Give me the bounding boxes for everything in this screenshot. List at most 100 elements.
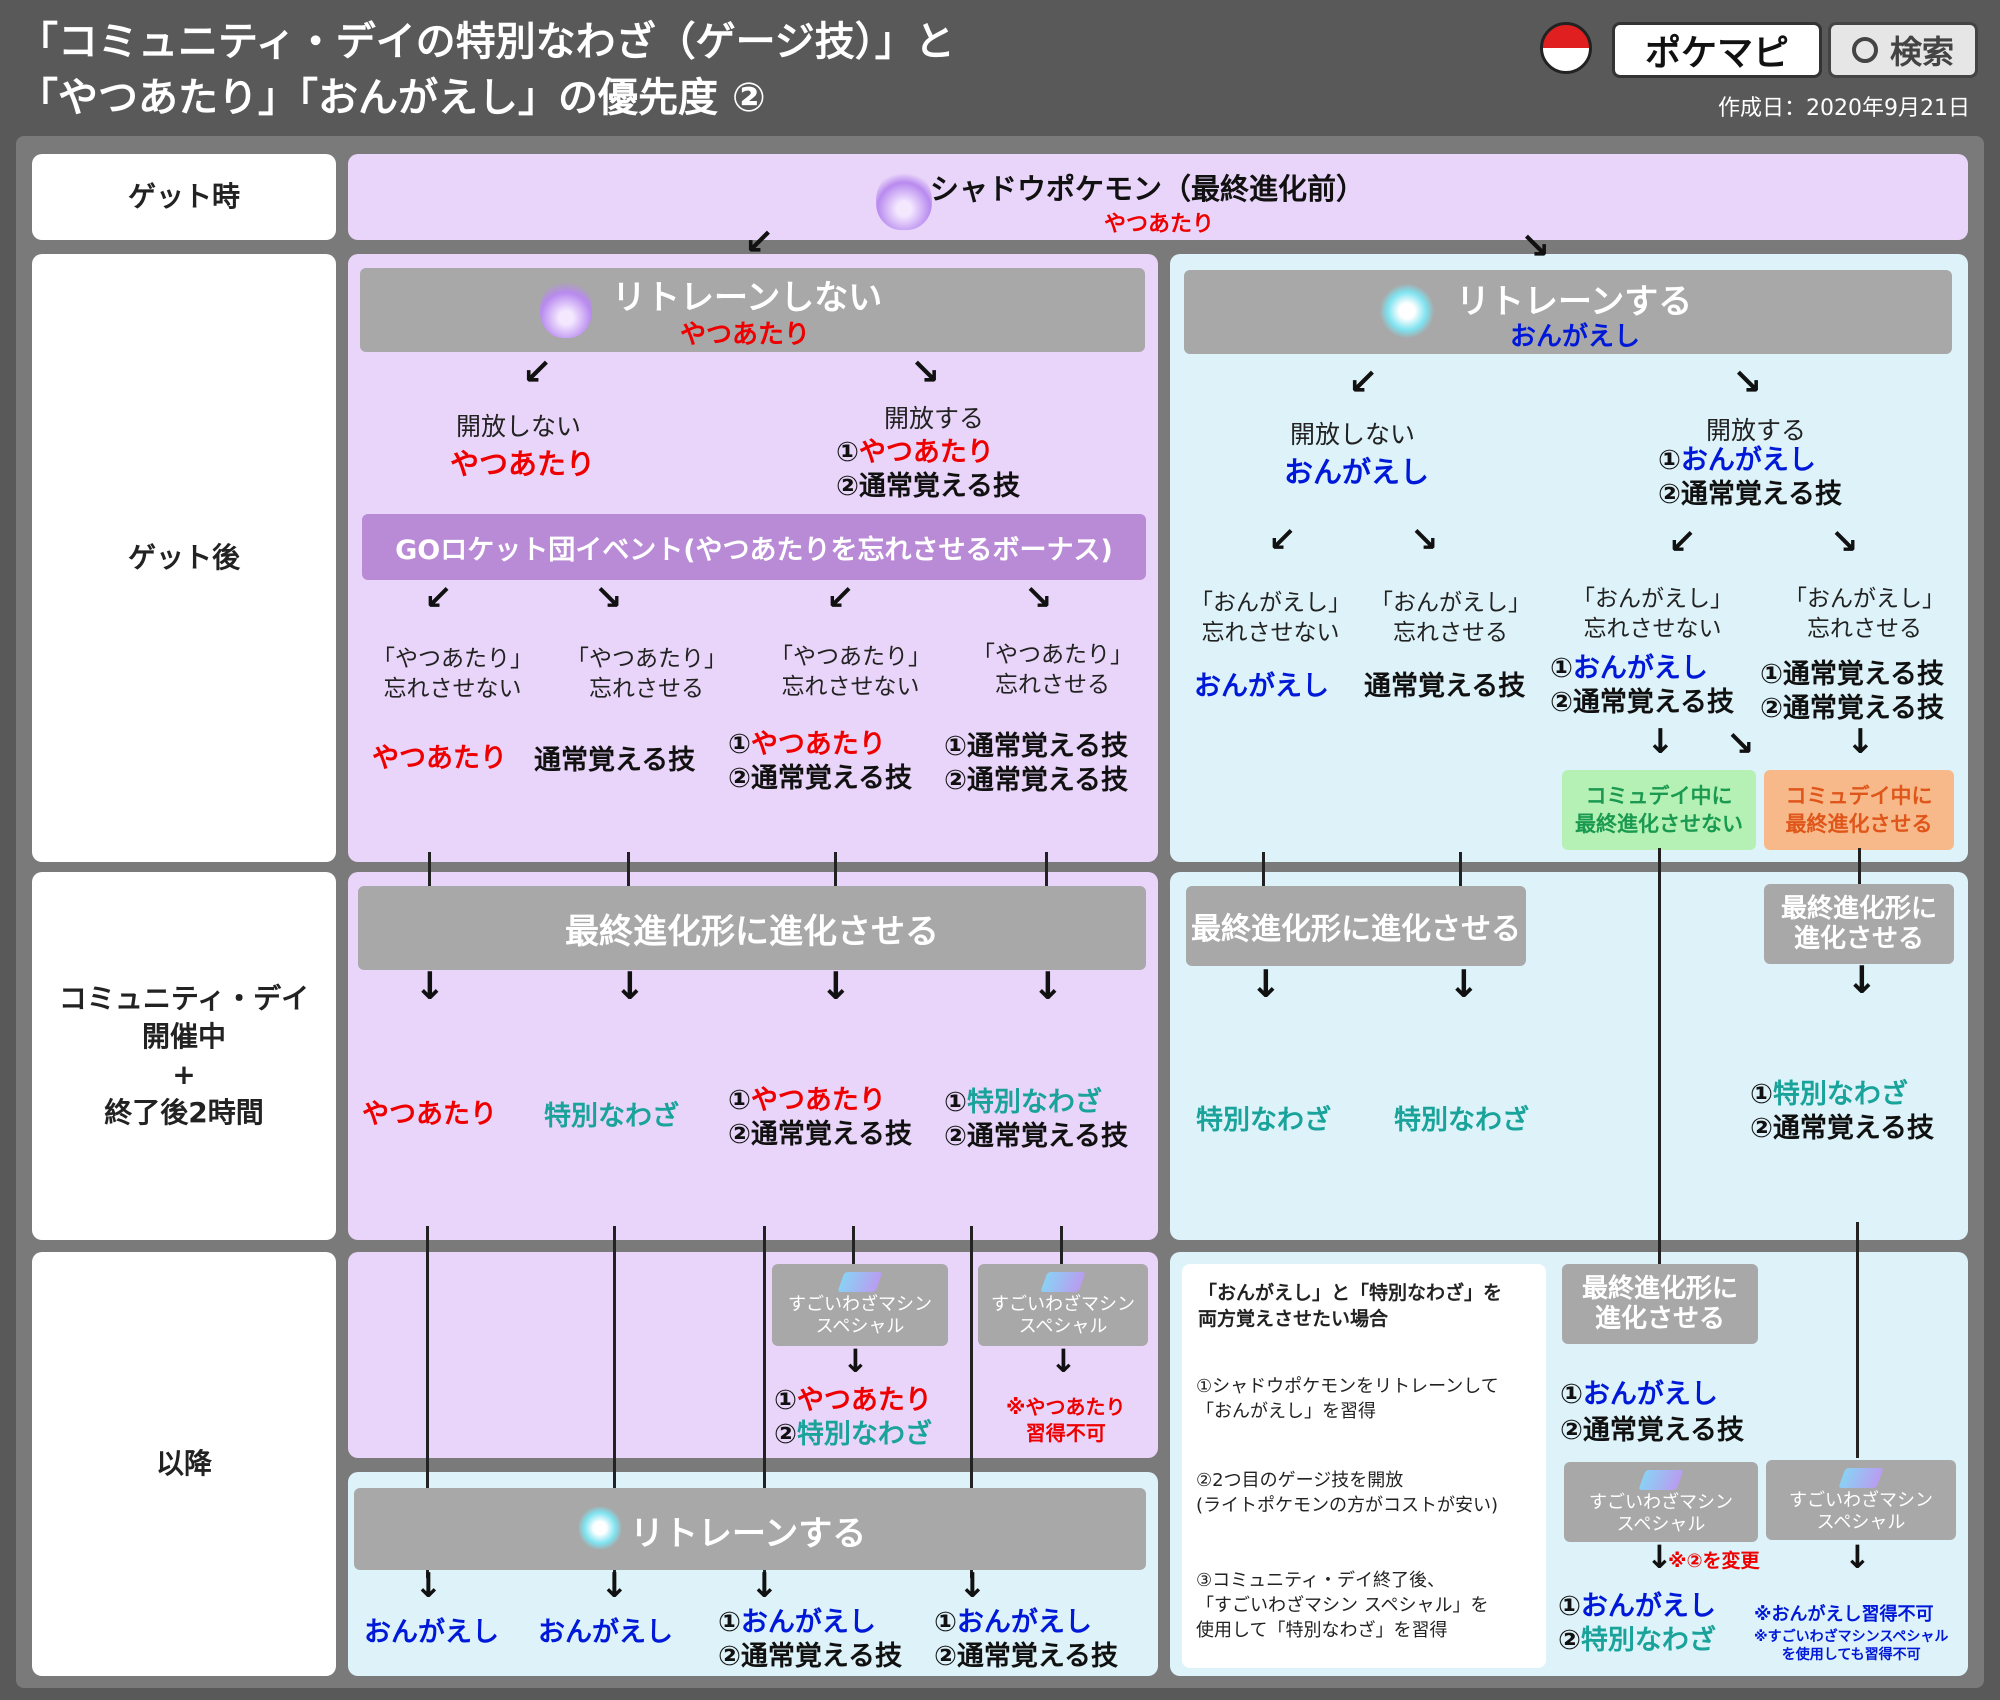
tm-special-label: すごいわざマシン スペシャル: [1789, 1490, 1933, 1533]
left-cd-result-4-1: ①特別なわざ: [944, 1087, 1102, 1118]
left-result-2: 通常覚える技: [534, 745, 696, 776]
tm-special-label: すごいわざマシン スペシャル: [991, 1294, 1135, 1337]
right-unlock-no-move: おんがえし: [1284, 455, 1430, 489]
retrain-title: リトレーンする: [1456, 282, 1693, 322]
right-later-result-3-1: ①おんがえし: [1560, 1379, 1718, 1410]
purified-sparkle-icon: [578, 1506, 622, 1550]
rocket-event-label: GOロケット団イベント(やつあたりを忘れさせるボーナス): [395, 534, 1113, 566]
arrow: ↙: [1668, 522, 1697, 562]
left-unlock-yes-1: ①やつあたり: [836, 437, 994, 468]
left-later-result-3-2: ②特別なわざ: [774, 1419, 932, 1450]
arrow: ↘: [910, 352, 941, 393]
arrow: ↙: [826, 578, 855, 618]
connector-line: [613, 1226, 616, 1578]
arrow-down: ↓: [1846, 958, 1878, 1002]
left-final-4-2: ②通常覚える技: [934, 1641, 1119, 1672]
arrow-down: ↓: [958, 1566, 987, 1606]
left-option-1: 「やつあたり」 忘れさせない: [372, 646, 533, 702]
retrain-move: おんがえし: [1510, 322, 1641, 352]
right-option-1: 「おんがえし」 忘れさせない: [1190, 590, 1351, 646]
row-header-later: 以降: [32, 1252, 336, 1676]
note-title: 「おんがえし」と「特別なわざ」を 両方覚えさせたい場合: [1198, 1282, 1503, 1330]
right-option-3: 「おんがえし」 忘れさせない: [1572, 586, 1733, 642]
arrow-down: ↓: [1250, 962, 1282, 1006]
left-unlock-no-label: 開放しない: [456, 412, 582, 441]
arrow: ↙: [522, 352, 553, 393]
left-unlock-no-move: やつあたり: [450, 447, 596, 481]
arrow-down: ↓: [1448, 962, 1480, 1006]
search-label: 検索: [1889, 33, 1954, 71]
arrow-down: ↓: [842, 1342, 869, 1380]
right-result-3-2: ②通常覚える技: [1550, 687, 1735, 718]
left-cd-result-1: やつあたり: [362, 1099, 497, 1130]
right-unlock-yes-2: ②通常覚える技: [1658, 479, 1843, 510]
connector-line: [1856, 1222, 1859, 1458]
left-final-3-1: ①おんがえし: [718, 1607, 876, 1638]
left-cd-result-2: 特別なわざ: [544, 1101, 679, 1132]
search-icon: [1851, 37, 1878, 63]
left-unlock-yes-2: ②通常覚える技: [836, 471, 1021, 502]
tm-special-label: すごいわざマシン スペシャル: [1589, 1492, 1733, 1535]
evolve-during-cd-box: コミュデイ中に 最終進化させる: [1764, 770, 1954, 850]
left-result-4-1: ①通常覚える技: [944, 731, 1129, 762]
connector-line: [1459, 852, 1462, 886]
right-option-4: 「おんがえし」 忘れさせる: [1784, 586, 1945, 642]
change-note: ※②を変更: [1668, 1550, 1760, 1572]
search-button[interactable]: 検索: [1828, 22, 1978, 78]
arrow: ↘: [1726, 724, 1755, 764]
tm-special-icon: [1638, 1470, 1684, 1490]
right-final-3-1: ①おんがえし: [1558, 1591, 1716, 1622]
no-evolve-during-cd-label: コミュデイ中に 最終進化させない: [1575, 784, 1743, 836]
shadow-flame-icon: [876, 170, 932, 230]
arrow-down: ↓: [1032, 964, 1064, 1008]
arrow: ↘: [1830, 522, 1859, 562]
no-retrain-move: やつあたり: [680, 320, 811, 350]
right-later-evolve-box: 最終進化形に 進化させる: [1562, 1264, 1758, 1344]
note-step-2: ②2つ目のゲージ技を開放 (ライトポケモンの方がコストが安い): [1196, 1470, 1499, 1516]
note-step-3: ③コミュニティ・デイ終了後、 「すごいわざマシン スペシャル」を 使用して「特別…: [1196, 1570, 1489, 1641]
arrow-to-no-retrain: ↙: [744, 222, 775, 263]
row-header-community-day: コミュニティ・デイ 開催中 + 終了後2時間: [32, 872, 336, 1240]
right-evolve-small-box: 最終進化形に 進化させる: [1764, 884, 1954, 964]
right-later-result-3-2: ②通常覚える技: [1560, 1415, 1745, 1446]
left-later-result-3-1: ①やつあたり: [774, 1385, 932, 1416]
connector-line: [1262, 852, 1265, 886]
left-final-4-1: ①おんがえし: [934, 1607, 1092, 1638]
arrow-to-retrain: ↘: [1520, 226, 1551, 267]
arrow-down: ↓: [820, 964, 852, 1008]
right-result-3-1: ①おんがえし: [1550, 653, 1708, 684]
purified-sparkle-icon: [1380, 284, 1434, 338]
region-shadow-top: [348, 154, 1968, 240]
right-unlock-no-label: 開放しない: [1290, 420, 1416, 449]
right-evolve-small-label: 最終進化形に 進化させる: [1780, 894, 1937, 954]
tm-special-box-left-1: すごいわざマシン スペシャル: [772, 1264, 948, 1346]
right-unlock-yes-1: ①おんがえし: [1658, 445, 1816, 476]
right-cd-result-1: 特別なわざ: [1196, 1105, 1331, 1136]
connector-line: [1045, 852, 1048, 886]
arrow: ↙: [1268, 520, 1297, 560]
row-header-get-time: ゲット時: [32, 154, 336, 240]
tm-special-box-right-1: すごいわざマシン スペシャル: [1564, 1462, 1758, 1542]
connector-line: [1858, 848, 1861, 884]
arrow-down: ↓: [1646, 722, 1675, 762]
arrow-down: ↓: [750, 1566, 779, 1606]
arrow: ↘: [1024, 578, 1053, 618]
no-evolve-during-cd-box: コミュデイ中に 最終進化させない: [1562, 770, 1756, 850]
shadow-pokemon-move: やつあたり: [1104, 212, 1215, 237]
right-later-evolve-label: 最終進化形に 進化させる: [1581, 1274, 1738, 1334]
right-result-1: おんがえし: [1194, 671, 1329, 702]
arrow-down: ↓: [614, 964, 646, 1008]
evolve-during-cd-label: コミュデイ中に 最終進化させる: [1785, 784, 1933, 836]
arrow: ↘: [594, 578, 623, 618]
left-cd-result-4-2: ②通常覚える技: [944, 1121, 1129, 1152]
brand-logo[interactable]: ポケマピ: [1612, 22, 1822, 78]
left-cd-result-3-2: ②通常覚える技: [728, 1119, 913, 1150]
left-final-2: おんがえし: [538, 1617, 673, 1648]
right-evolve-label: 最終進化形に進化させる: [1191, 912, 1521, 947]
connector-line: [627, 852, 630, 886]
arrow: ↘: [1410, 520, 1439, 560]
right-option-2: 「おんがえし」 忘れさせる: [1370, 590, 1531, 646]
left-later-note: ※やつあたり 習得不可: [1006, 1395, 1126, 1445]
left-retrain-box: [354, 1488, 1146, 1570]
connector-line: [834, 852, 837, 886]
